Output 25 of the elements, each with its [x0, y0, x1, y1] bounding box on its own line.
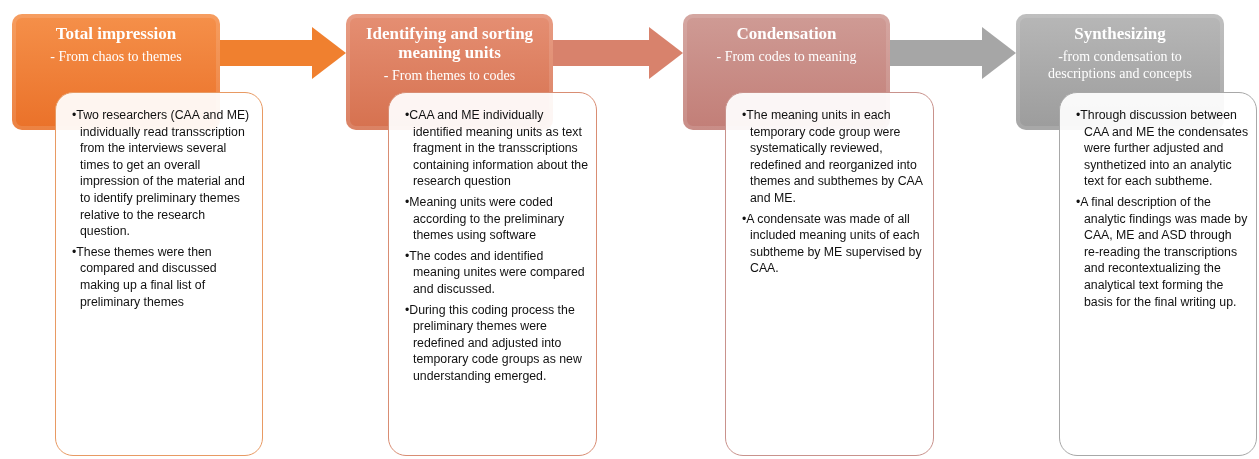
stage-subtitle: - From chaos to themes — [49, 48, 183, 65]
block-arrow — [220, 27, 346, 79]
bullet-text: •During this coding process the preliminary themes were redefined and adjusted into temporary code groups as new understanding emerged. — [405, 301, 583, 385]
bullet-text: •Meaning units were coded according to the preliminary themes using software — [405, 193, 566, 244]
bullet-text: •The codes and identified meaning unites were compared and discussed. — [405, 247, 586, 298]
bullet-text: •Through discussion between CAA and ME the condensates were further adjusted and synthetized into an analytic text for each subtheme. — [1076, 107, 1250, 190]
block-arrow — [890, 27, 1016, 79]
stage-subtitle: - From themes to codes — [382, 67, 517, 84]
bullet-text: •CAA and ME individually identified meaning units as text fragment in the transscriptions containing information about the research question — [405, 107, 589, 190]
stage-title: Total impression — [54, 24, 178, 43]
bullet-text: •These themes were then compared and discussed making up a final list of preliminary themes — [72, 243, 218, 311]
block-arrow — [553, 27, 683, 79]
stage-subtitle: -from condensation to descriptions and concepts — [1047, 48, 1193, 82]
stage-title: Identifying and sorting meaning units — [364, 24, 535, 62]
stage-description-card — [55, 92, 263, 456]
stage-description-card — [1059, 92, 1257, 456]
bullet-text: •A final description of the analytic findings was made by CAA, ME and ASD through re-reading the transcriptions and recontextualizing the analytical text forming the basis for the final writing up. — [1076, 193, 1249, 311]
stage-description-card — [388, 92, 597, 456]
stage-title: Synthesizing — [1073, 24, 1167, 43]
stage-subtitle: - From codes to meaning — [715, 48, 858, 65]
stage-description-card — [725, 92, 934, 456]
bullet-text: •Two researchers (CAA and ME) individually read transscription from the interviews several times to get an overall impression of the material and to identify preliminary themes relative to the research question. — [72, 107, 251, 240]
stage-title: Condensation — [735, 24, 838, 43]
bullet-text: •The meaning units in each temporary code group were systematically reviewed, redefined and reorganized into themes and subthemes by CAA and ME. — [742, 107, 924, 207]
bullet-text: •A condensate was made of all included meaning units of each subtheme by ME supervised by CAA. — [742, 210, 923, 277]
